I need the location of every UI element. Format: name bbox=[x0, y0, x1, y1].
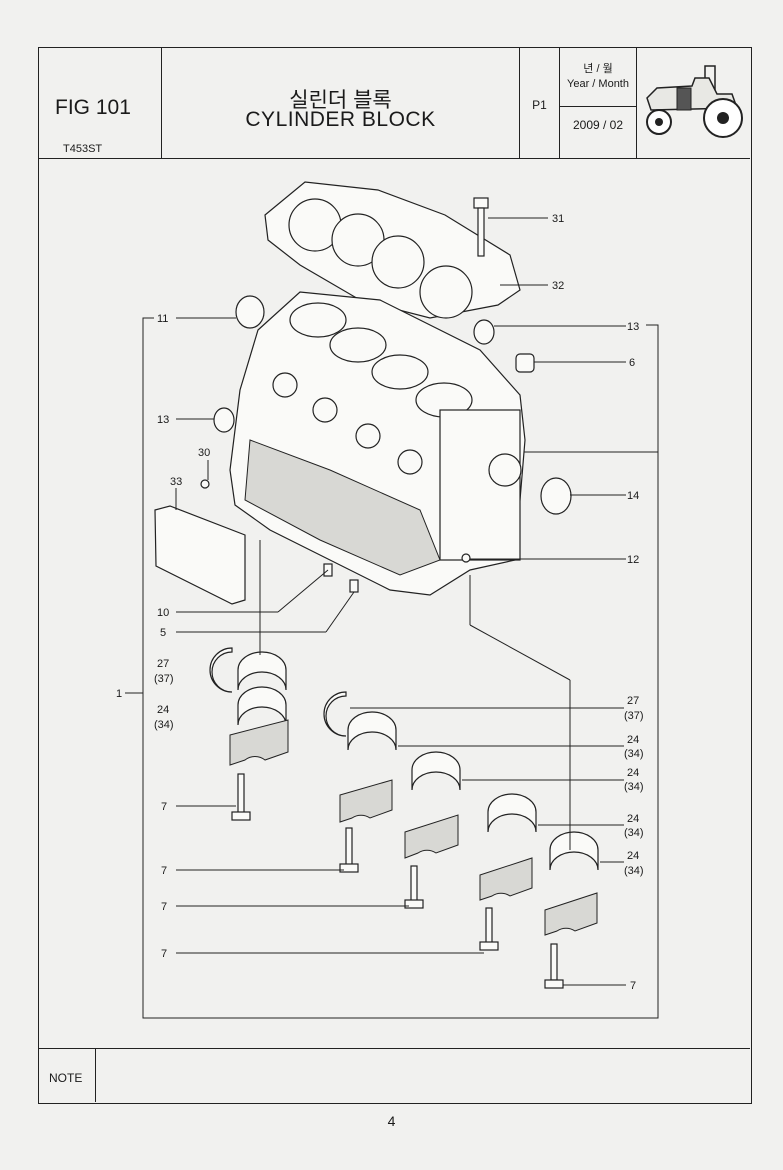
header-row: FIG 101 T453ST 실린더 블록 CYLINDER BLOCK P1 … bbox=[39, 48, 750, 159]
callout-34-left[interactable]: (34) bbox=[154, 719, 174, 731]
callout-5[interactable]: 5 bbox=[160, 627, 166, 639]
plug-5-part[interactable] bbox=[349, 579, 359, 593]
note-label: NOTE bbox=[49, 1071, 83, 1085]
callout-7-d[interactable]: 7 bbox=[161, 948, 167, 960]
callout-34-c[interactable]: (34) bbox=[624, 781, 644, 793]
main-bearing-2-part[interactable] bbox=[347, 711, 397, 751]
callout-24-c[interactable]: 24 bbox=[627, 767, 639, 779]
plug-6-part[interactable] bbox=[515, 353, 535, 373]
callout-13-left[interactable]: 13 bbox=[157, 414, 169, 426]
callout-34-e[interactable]: (34) bbox=[624, 865, 644, 877]
cap-bolt-5-part[interactable] bbox=[544, 943, 564, 989]
date-label-korean: 년 / 월 bbox=[583, 63, 613, 75]
head-gasket-part[interactable] bbox=[264, 181, 521, 319]
callout-24-left[interactable]: 24 bbox=[157, 704, 169, 716]
main-bearing-3-part[interactable] bbox=[411, 751, 461, 791]
callout-27-right[interactable]: 27 bbox=[627, 695, 639, 707]
callout-13-right[interactable]: 13 bbox=[627, 321, 639, 333]
date-value: 2009 / 02 bbox=[572, 118, 624, 132]
page-code: P1 bbox=[532, 98, 547, 112]
callout-12[interactable]: 12 bbox=[627, 554, 639, 566]
tractor-icon bbox=[637, 48, 750, 158]
callout-7-e[interactable]: 7 bbox=[630, 980, 636, 992]
callout-24-b[interactable]: 24 bbox=[627, 734, 639, 746]
callout-24-d[interactable]: 24 bbox=[627, 813, 639, 825]
callout-1[interactable]: 1 bbox=[116, 688, 122, 700]
thrust-washer-lower-part[interactable] bbox=[323, 691, 347, 737]
callout-11[interactable]: 11 bbox=[157, 313, 168, 325]
callout-34-b[interactable]: (34) bbox=[624, 748, 644, 760]
date-cell: 년 / 월 Year / Month 2009 / 02 bbox=[560, 48, 637, 158]
callout-33[interactable]: 33 bbox=[170, 476, 182, 488]
oil-seal-14-part[interactable] bbox=[540, 477, 572, 515]
note-label-cell: NOTE bbox=[39, 1049, 96, 1102]
note-row: NOTE bbox=[39, 1048, 750, 1102]
callout-24-e[interactable]: 24 bbox=[627, 850, 639, 862]
cylinder-block-part[interactable] bbox=[229, 291, 526, 596]
plug-13-left-part[interactable] bbox=[213, 407, 235, 433]
callout-7-b[interactable]: 7 bbox=[161, 865, 167, 877]
title-cell: 실린더 블록 CYLINDER BLOCK bbox=[162, 48, 520, 158]
callout-37-left[interactable]: (37) bbox=[154, 673, 174, 685]
bearing-cap-2-part[interactable] bbox=[339, 779, 393, 823]
plug-11-part[interactable] bbox=[235, 295, 265, 329]
main-bearing-5-part[interactable] bbox=[549, 831, 599, 871]
page-number: 4 bbox=[387, 1113, 396, 1129]
page-code-cell: P1 bbox=[520, 48, 560, 158]
callout-34-d[interactable]: (34) bbox=[624, 827, 644, 839]
callout-30[interactable]: 30 bbox=[198, 447, 210, 459]
page-frame: FIG 101 T453ST 실린더 블록 CYLINDER BLOCK P1 … bbox=[38, 47, 752, 1104]
main-bearing-4-part[interactable] bbox=[487, 793, 537, 833]
callout-10[interactable]: 10 bbox=[157, 607, 169, 619]
head-bolt-part[interactable] bbox=[473, 197, 548, 257]
cap-bolt-2-part[interactable] bbox=[339, 827, 359, 873]
date-label-english: Year / Month bbox=[567, 78, 629, 90]
callout-37-right[interactable]: (37) bbox=[624, 710, 644, 722]
callout-14[interactable]: 14 bbox=[627, 490, 639, 502]
callout-32[interactable]: 32 bbox=[552, 280, 564, 292]
main-bearing-1-part[interactable] bbox=[237, 651, 287, 726]
bearing-cap-5-part[interactable] bbox=[544, 892, 598, 936]
model-code: T453ST bbox=[63, 143, 103, 155]
cap-bolt-4-part[interactable] bbox=[479, 907, 499, 951]
callout-31[interactable]: 31 bbox=[552, 213, 564, 225]
callout-7-c[interactable]: 7 bbox=[161, 901, 167, 913]
cap-bolt-3-part[interactable] bbox=[404, 865, 424, 909]
bearing-cap-3-part[interactable] bbox=[404, 814, 459, 859]
title-english: CYLINDER BLOCK bbox=[245, 108, 436, 131]
bearing-cap-4-part[interactable] bbox=[479, 857, 533, 901]
callout-7-a[interactable]: 7 bbox=[161, 801, 167, 813]
thrust-washer-upper-part[interactable] bbox=[209, 647, 233, 693]
cap-bolt-1-part[interactable] bbox=[231, 773, 251, 821]
plate-33-part[interactable] bbox=[154, 505, 246, 605]
fig-cell: FIG 101 T453ST bbox=[39, 48, 162, 158]
callout-27-left[interactable]: 27 bbox=[157, 658, 169, 670]
fig-label: FIG 101 bbox=[55, 96, 131, 119]
pin-30-part[interactable] bbox=[200, 479, 210, 489]
callout-6[interactable]: 6 bbox=[629, 357, 635, 369]
dowel-pin-12-part[interactable] bbox=[461, 553, 471, 563]
date-header: 년 / 월 Year / Month bbox=[560, 48, 636, 107]
assembly-bracket bbox=[142, 317, 659, 1019]
bearing-cap-1-part[interactable] bbox=[229, 719, 289, 766]
title-korean: 실린더 블록 bbox=[289, 89, 392, 112]
plug-13-right-part[interactable] bbox=[473, 319, 495, 345]
